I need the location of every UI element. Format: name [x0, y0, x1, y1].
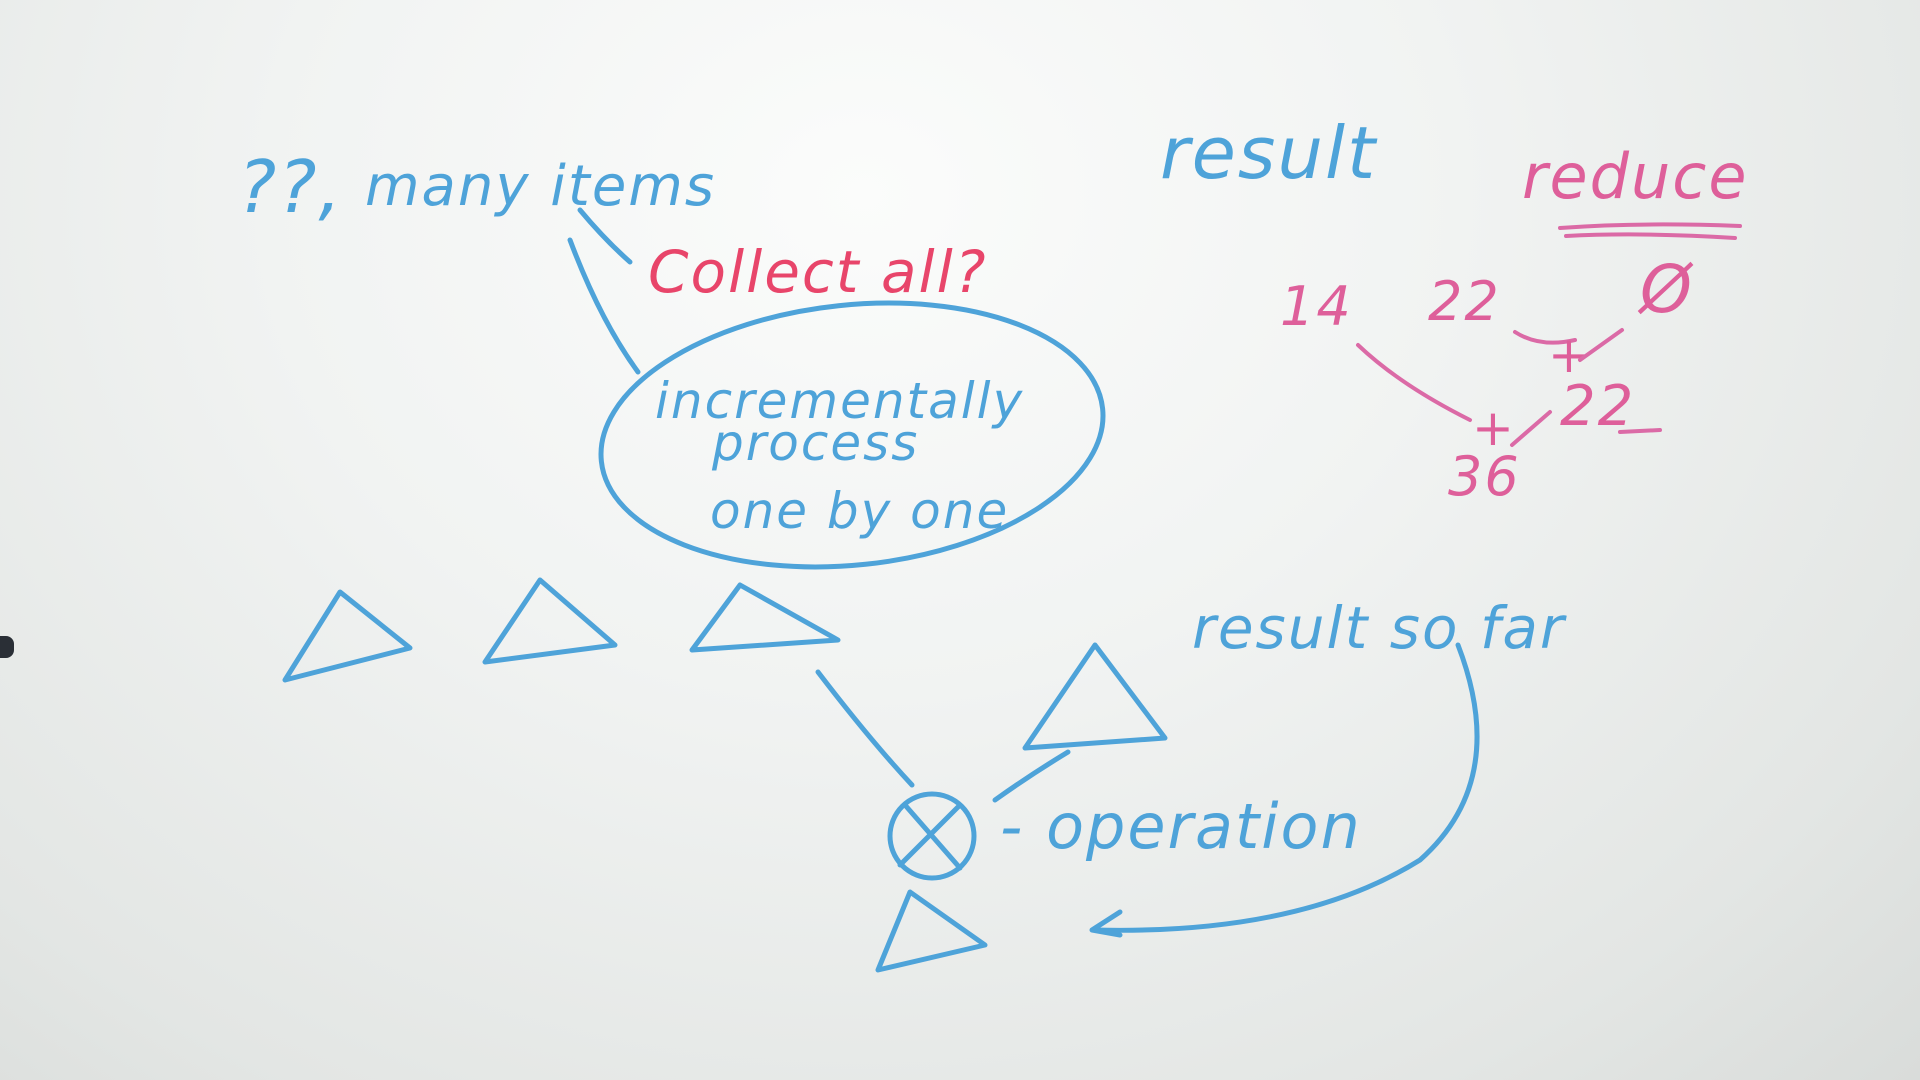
- result-so-far-text: result so far: [1192, 594, 1567, 662]
- bubble-line-1: incrementally: [655, 372, 1024, 430]
- connector-line: [577, 207, 633, 265]
- partial-result-22: 22: [1560, 374, 1635, 439]
- operation-circle: [887, 791, 977, 881]
- reduce-heading: reduce: [1522, 140, 1749, 213]
- pink-connector: [1513, 330, 1577, 345]
- bubble-outline: [598, 300, 1106, 570]
- reduce-underline: [1564, 232, 1737, 240]
- result-heading: result: [1160, 111, 1378, 195]
- pink-connector: [1618, 428, 1662, 434]
- pink-connector: [1510, 410, 1552, 447]
- connector-line: [815, 669, 915, 788]
- feedback-arrow: [1092, 642, 1480, 933]
- bubble-line-2: process: [711, 414, 919, 472]
- bubble-line-3: one by one: [710, 482, 1009, 540]
- number-14: 14: [1280, 275, 1353, 338]
- triangle-result: [1022, 642, 1168, 751]
- collect-all-text: Collect all?: [648, 238, 988, 306]
- triangle-item: [482, 577, 618, 665]
- plus-sign: +: [1472, 399, 1516, 457]
- plus-sign: +: [1548, 326, 1592, 384]
- triangle-item: [689, 582, 841, 653]
- connector-line: [567, 237, 641, 375]
- final-result-36: 36: [1448, 445, 1521, 508]
- marker-holder: [0, 636, 14, 658]
- number-22: 22: [1428, 270, 1501, 333]
- connector-line: [992, 749, 1071, 803]
- initial-empty-value: Ø: [1637, 251, 1694, 328]
- operation-label: - operation: [1000, 790, 1362, 863]
- triangle-item: [282, 589, 413, 683]
- feedback-arrow-head: [1089, 909, 1123, 938]
- pink-connector: [1356, 343, 1472, 422]
- operation-cross: [897, 802, 963, 871]
- triangle-output: [875, 889, 988, 973]
- many-items-text: many items: [365, 154, 716, 219]
- reduce-underline: [1558, 222, 1742, 230]
- pink-connector: [1578, 328, 1624, 362]
- question-marks: ??,: [238, 145, 343, 229]
